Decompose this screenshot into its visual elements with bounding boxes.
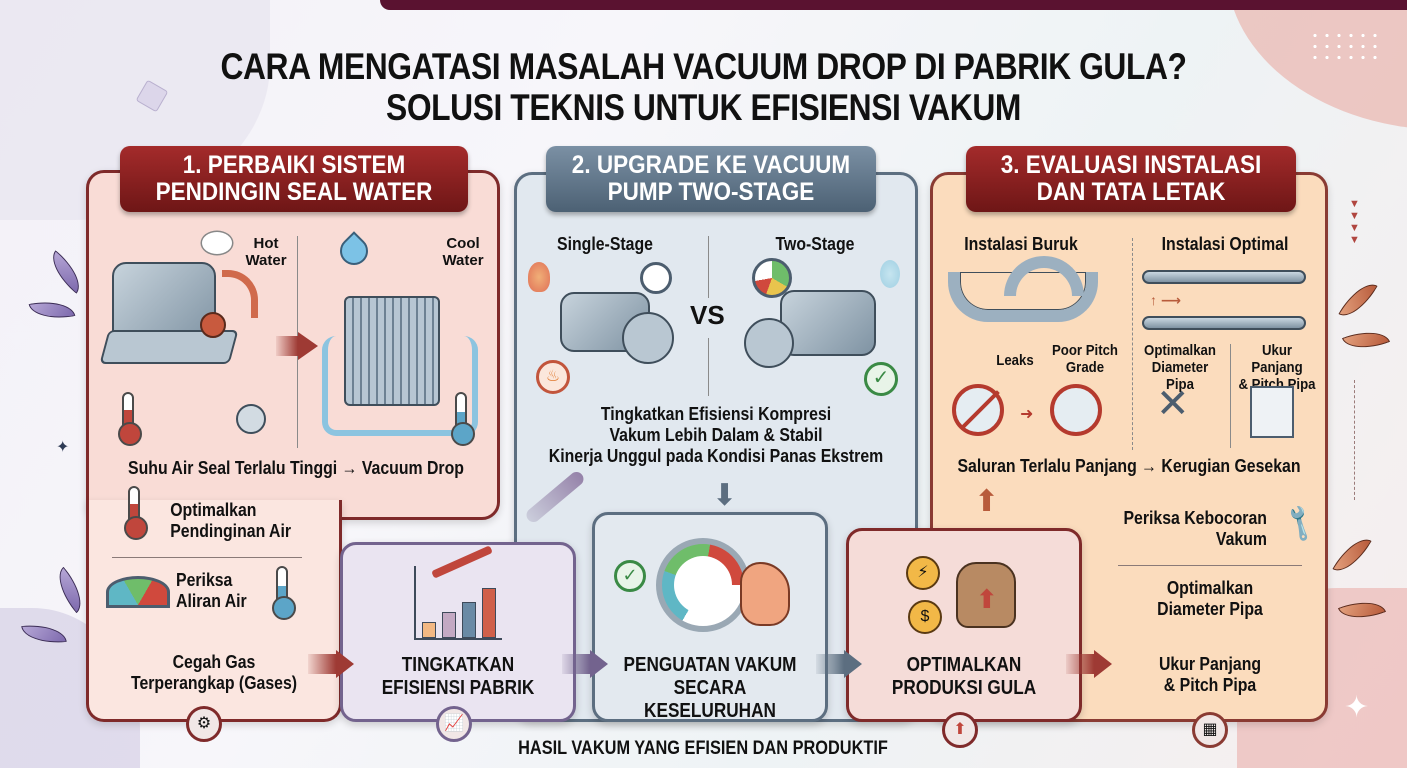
cool-air-icon — [880, 260, 900, 288]
pump-housing-icon — [744, 318, 794, 368]
flame-icon — [528, 262, 550, 292]
pump-housing-icon — [622, 312, 674, 364]
flow-arrow-head — [590, 650, 608, 678]
optimal-divider — [1230, 344, 1231, 448]
wrench-screwdriver-icon: ✕ — [1156, 382, 1190, 426]
two-stage-pump-icon — [780, 290, 876, 356]
flow-arrows-icon: ↑ ⟶ — [1150, 292, 1181, 308]
up-arrow-icon: ⬆ — [974, 485, 1000, 518]
result-vacuum-title: PENGUATAN VAKUM SECARA KESELURUHAN — [623, 654, 797, 722]
single-stage-label: Single-Stage — [557, 234, 653, 254]
thermometer-cold-icon — [451, 392, 475, 446]
down-triangles-icon: ▼▼▼▼ — [1349, 198, 1360, 246]
energy-coin-icon: ⚡ — [906, 556, 940, 590]
dollar-coins-icon: $ — [908, 600, 942, 634]
pipe-inspect-icon — [1050, 384, 1102, 436]
tip-check-water-flow: Periksa Aliran Air — [176, 570, 247, 611]
two-stage-benefits: Tingkatkan Efisiensi Kompresi Vakum Lebi… — [548, 404, 884, 466]
arrow-right-icon: ➜ — [1020, 406, 1034, 423]
hot-flow-arrow-icon — [222, 270, 258, 318]
hot-water-label: Hot Water — [245, 235, 287, 269]
floor-plan-round-icon: ▦ — [1192, 712, 1228, 748]
cool-water-label: Cool Water — [442, 235, 484, 269]
bar-chart-growth-icon — [414, 566, 502, 640]
hand-icon — [740, 562, 790, 626]
chart-round-icon: 📈 — [436, 706, 472, 742]
flow-arrow — [308, 654, 336, 674]
section-2-badge: 2. UPGRADE KE VACUUM PUMP TWO-STAGE — [546, 146, 876, 212]
two-stage-label: Two-Stage — [775, 234, 855, 254]
leaf-icon — [28, 296, 76, 324]
gauge-icon — [106, 576, 170, 608]
flow-arrow-head — [298, 332, 318, 360]
pump-round-icon: ⚙ — [186, 706, 222, 742]
top-accent-bar — [380, 0, 1407, 10]
tip-divider — [1118, 565, 1302, 566]
leaf-icon — [1332, 530, 1372, 580]
page-title: CARA MENGATASI MASALAH VACUUM DROP DI PA… — [98, 46, 1308, 128]
footer-tagline: HASIL VAKUM YANG EFISIEN DAN PRODUKTIF — [518, 738, 889, 759]
thermometer-hot-icon — [124, 486, 148, 540]
optimal-installation-label: Instalasi Optimal — [1161, 234, 1289, 254]
down-arrow-line — [1354, 380, 1355, 500]
poor-pitch-label: Poor Pitch Grade — [1051, 342, 1118, 376]
tip-check-vacuum-leak: Periksa Kebocoran Vakum — [1123, 508, 1267, 549]
leaf-icon — [42, 250, 90, 294]
vs-gap — [700, 298, 718, 338]
tip-divider — [112, 557, 302, 558]
steam-icon — [202, 232, 232, 254]
up-arrow-round-icon: ⬆ — [942, 712, 978, 748]
leaf-icon — [1338, 275, 1378, 325]
result-efficiency-title: TINGKATKAN EFISIENSI PABRIK — [381, 654, 535, 699]
section-1-caption: Suhu Air Seal Terlalu Tinggi → Vacuum Dr… — [128, 458, 464, 478]
flow-arrow — [1066, 654, 1094, 674]
sparkle-icon: ✦ — [56, 439, 70, 456]
shaft-hot-icon — [200, 312, 226, 338]
vs-label: VS — [690, 300, 725, 330]
leaf-icon — [1341, 323, 1391, 357]
no-leak-icon — [952, 384, 1004, 436]
pressure-gauge-icon — [752, 258, 792, 298]
radiator-icon — [344, 296, 440, 406]
flow-arrow-head — [336, 650, 354, 678]
flow-arrow-head — [1094, 650, 1112, 678]
dot-pattern — [1309, 30, 1379, 66]
leaks-label: Leaks — [996, 352, 1034, 369]
flow-arrow — [276, 336, 298, 356]
pump-icon — [236, 404, 266, 434]
thermometer-cold-icon — [272, 566, 296, 620]
result-card-efficiency — [340, 542, 576, 722]
section-3-badge: 3. EVALUASI INSTALASI DAN TATA LETAK — [966, 146, 1296, 212]
sparkle-icon: ✦ — [1344, 691, 1370, 724]
title-line-2: SOLUSI TEKNIS UNTUK EFISIENSI VAKUM — [386, 87, 1021, 128]
flow-arrow-head — [844, 650, 862, 678]
flow-arrow — [562, 654, 590, 674]
bad-installation-label: Instalasi Buruk — [964, 234, 1078, 254]
tip-optimize-diameter: Optimalkan Diameter Pipa — [1157, 578, 1263, 619]
pressure-gauge-icon — [640, 262, 672, 294]
check-icon: ✓ — [864, 362, 898, 396]
floor-plan-icon — [1250, 386, 1294, 438]
optimal-pipe-icon — [1142, 316, 1306, 330]
section-3-caption: Saluran Terlalu Panjang → Kerugian Gesek… — [957, 456, 1301, 476]
tip-measure-length: Ukur Panjang & Pitch Pipa — [1158, 654, 1262, 695]
tip-optimize-cooling: Optimalkan Pendinginan Air — [170, 500, 292, 541]
up-arrow-icon: ⬆ — [976, 584, 998, 614]
bad-pipe-icon — [948, 272, 1098, 322]
gauge-face — [674, 556, 732, 614]
cool-pipe-loop — [322, 336, 478, 436]
installation-divider — [1132, 238, 1133, 450]
optimal-pipe-icon — [1142, 270, 1306, 284]
thermometer-hot-icon — [118, 392, 142, 446]
down-arrow-icon: ⬇ — [712, 479, 738, 512]
check-icon: ✓ — [614, 560, 646, 592]
tip-prevent-trapped-gas: Cegah Gas Terperangkap (Gases) — [130, 652, 298, 693]
result-production-title: OPTIMALKAN PRODUKSI GULA — [891, 654, 1037, 699]
flow-arrow — [816, 654, 844, 674]
sugar-sack-icon — [956, 562, 1016, 628]
title-line-1: CARA MENGATASI MASALAH VACUUM DROP DI PA… — [220, 46, 1187, 87]
optimize-diameter-label: Optimalkan Diameter Pipa — [1144, 342, 1216, 393]
section-1-badge: 1. PERBAIKI SISTEM PENDINGIN SEAL WATER — [120, 146, 468, 212]
overheat-warning-icon: ♨ — [536, 360, 570, 394]
